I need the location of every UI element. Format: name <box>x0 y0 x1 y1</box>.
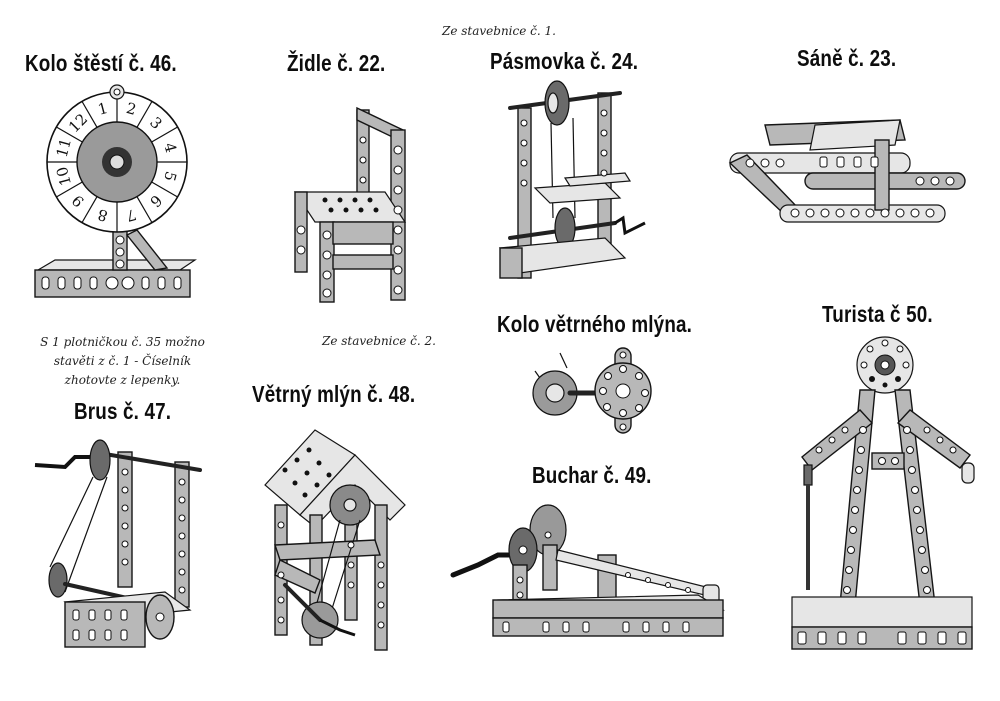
sled-illustration <box>728 119 966 223</box>
wheel-divider <box>56 181 83 198</box>
title-zidle: Židle č. 22. <box>287 50 386 76</box>
wheel-number: 10 <box>53 165 75 188</box>
title-brus: Brus č. 47. <box>74 398 172 424</box>
wheel-divider <box>151 181 178 198</box>
side-note-line: zhotovte z lepenky. <box>64 373 181 387</box>
title-sane: Sáně č. 23. <box>797 45 897 71</box>
grinder-holes <box>72 468 186 641</box>
side-note-line: stavěti z č. 1 - Číselník <box>53 354 192 368</box>
title-pasmovka: Pásmovka č. 24. <box>490 48 639 74</box>
wheel-divider <box>81 196 98 223</box>
wheel-number: 2 <box>124 99 138 119</box>
title-vetrny-mlyn: Větrný mlýn č. 48. <box>252 381 416 407</box>
second-set-note: Ze stavebnice č. 2. <box>322 334 436 348</box>
wheel-number: 4 <box>160 141 180 155</box>
sled-holes <box>745 156 955 218</box>
belt-drive-illustration <box>498 80 646 279</box>
title-buchar: Buchar č. 49. <box>532 462 652 488</box>
head-holes <box>860 339 910 388</box>
grinder-illustration <box>34 439 202 648</box>
wheel-divider <box>136 196 153 223</box>
wheel-divider <box>136 101 153 128</box>
windmill-illustration <box>264 429 406 651</box>
wheel-number: 1 <box>96 99 110 119</box>
base-holes <box>41 276 182 290</box>
header-set-note: Ze stavebnice č. 1. <box>442 24 556 38</box>
chair-illustration <box>293 106 407 303</box>
wheel-divider <box>81 101 98 128</box>
tourist-figure-illustration <box>791 336 975 650</box>
side-note: S 1 plotničkou č. 35 možno stavěti z č. … <box>20 333 225 390</box>
wheel-number: 11 <box>53 136 75 159</box>
title-kolo-vetrneho-mlyna: Kolo větrného mlýna. <box>497 311 693 337</box>
title-turista: Turista č 50. <box>822 301 933 327</box>
title-kolo-stesti: Kolo štěstí č. 46. <box>25 50 177 76</box>
wheel-divider <box>56 126 83 143</box>
wheel-divider <box>151 126 178 143</box>
wheel-number: 7 <box>124 205 138 225</box>
hammer-holes <box>502 531 691 633</box>
hammer-illustration <box>450 504 726 637</box>
wheel-number: 8 <box>96 205 110 225</box>
windmill-holes <box>282 447 332 498</box>
wheel-number: 5 <box>160 169 180 183</box>
chair-holes <box>322 197 379 213</box>
side-note-line: S 1 plotničkou č. 35 možno <box>40 335 205 349</box>
windmill-wheel-illustration <box>532 347 652 434</box>
figure-holes <box>797 426 967 645</box>
wheel-segment-dividers <box>47 92 187 232</box>
